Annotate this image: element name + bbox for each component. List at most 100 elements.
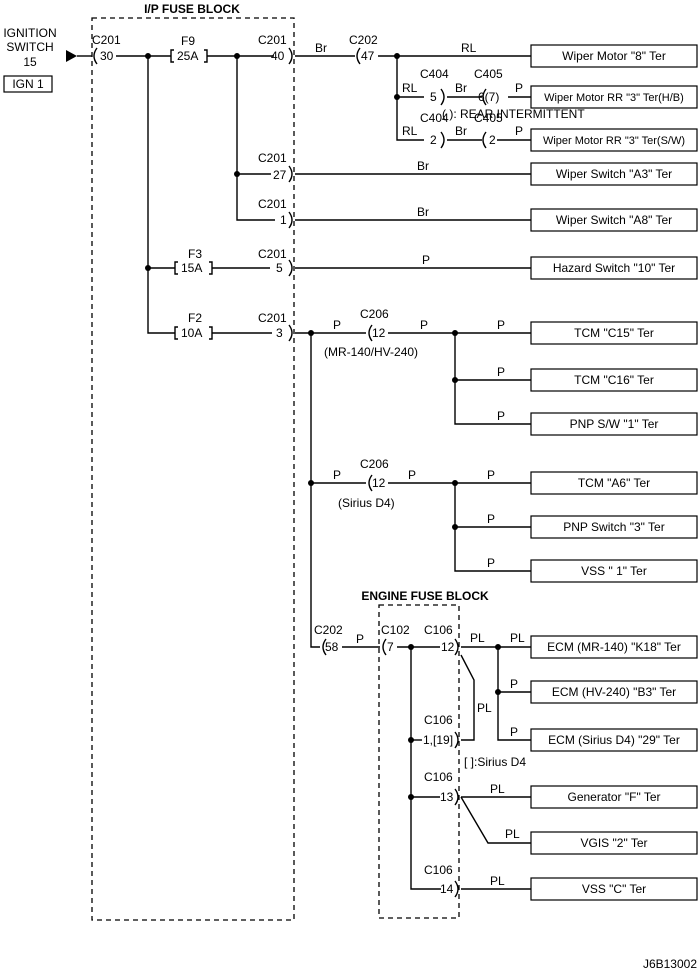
ignition-switch-number: 15	[23, 55, 37, 69]
c206-b-symbol	[368, 474, 373, 492]
wire-color-pl-gen: PL	[490, 782, 505, 796]
terminal-label: ECM (Sirius D4) "29" Ter	[548, 733, 680, 747]
wire-color-p-sw: P	[515, 124, 523, 138]
c201-30-symbol	[93, 47, 98, 65]
wire-color-p-29: P	[510, 725, 518, 739]
terminal-label: TCM "C16" Ter	[574, 373, 654, 387]
c405-label-2: C405	[474, 111, 503, 125]
terminal-label: TCM "A6" Ter	[578, 476, 650, 490]
wire-tcm-a-vertical	[454, 333, 531, 425]
wire-engine-vertical	[410, 647, 441, 890]
wire-color-pl-1: PL	[470, 631, 485, 645]
c201-27-symbol	[288, 165, 293, 183]
terminal-box	[530, 680, 698, 704]
c106-12-symbol	[454, 638, 459, 656]
terminal-label: Wiper Switch "A3" Ter	[556, 167, 672, 181]
c404-label-5: C404	[420, 67, 449, 81]
rear-intermittent-note: ( ): REAR INTERMITTENT	[442, 107, 585, 121]
wire-color-p-c206a: P	[420, 318, 428, 332]
terminal-box	[530, 728, 698, 752]
c206-label-a: C206	[360, 307, 389, 321]
wire-color-p-pnp1: P	[497, 409, 505, 423]
c102-label: C102	[381, 623, 410, 637]
wire-color-p-a6: P	[487, 468, 495, 482]
c405-pin-2: 2	[489, 133, 496, 147]
wire-color-br-1: Br	[315, 41, 327, 55]
wire-color-br-5: Br	[455, 124, 467, 138]
engine-fuse-block-outline	[378, 604, 460, 919]
wire-color-p-sirius: P	[333, 468, 341, 482]
f9-branch-vertical	[236, 56, 275, 221]
sirius-d4-note: (Sirius D4)	[338, 496, 395, 510]
f3-name: F3	[188, 247, 202, 261]
ip-fuse-block-title: I/P FUSE BLOCK	[144, 2, 240, 16]
c102-7-symbol	[382, 638, 387, 656]
c106-label-14: C106	[424, 863, 453, 877]
terminal-box	[530, 877, 698, 901]
f9-rating: 25A	[177, 49, 198, 63]
c404-5-symbol	[440, 88, 445, 106]
c405-label-6: C405	[474, 67, 503, 81]
ip-fuse-block-outline	[91, 17, 295, 921]
terminal-label: VSS " 1" Ter	[581, 564, 647, 578]
wire-color-pl-2: PL	[510, 631, 525, 645]
c202-label-47: C202	[349, 33, 378, 47]
wire-ecm-vertical	[497, 647, 531, 741]
terminal-box	[530, 162, 698, 186]
wire-color-br-4: Br	[455, 81, 467, 95]
c206-pin-12b: 12	[372, 476, 386, 490]
terminal-box	[530, 559, 698, 583]
c202-58-symbol	[322, 638, 327, 656]
wire-color-pl-vgis: PL	[505, 827, 520, 841]
c405-2-symbol	[482, 131, 487, 149]
terminal-box	[530, 44, 698, 68]
c201-label-5: C201	[258, 247, 287, 261]
c405-6-symbol	[482, 88, 487, 106]
terminal-label: Wiper Switch "A8" Ter	[556, 213, 672, 227]
ign1-label: IGN 1	[12, 77, 44, 91]
bus-vertical-left	[147, 56, 175, 334]
c106-pin-1: 1,[19]	[423, 733, 453, 747]
terminal-label: Wiper Motor "8" Ter	[562, 49, 666, 63]
terminal-box	[530, 412, 698, 436]
terminal-label: Hazard Switch "10" Ter	[553, 261, 675, 275]
terminal-box	[530, 471, 698, 495]
f2-rating: 10A	[181, 326, 202, 340]
wire-color-rl-3: RL	[402, 124, 418, 138]
terminal-list: Wiper Motor "8" Ter Wiper Motor RR "3" T…	[530, 44, 698, 901]
terminal-label: VSS "C" Ter	[582, 882, 646, 896]
c202-47-symbol	[356, 47, 361, 65]
ignition-switch-label: IGNITION	[3, 26, 56, 40]
source-arrow-icon	[66, 50, 77, 62]
c404-2-symbol	[440, 131, 445, 149]
c106-14-symbol	[454, 880, 459, 898]
c202-label-58: C202	[314, 623, 343, 637]
terminal-box	[530, 831, 698, 855]
wire-color-p-c202: P	[356, 632, 364, 646]
terminal-label: Wiper Motor RR "3" Ter(H/B)	[544, 92, 684, 104]
c206-a-symbol	[368, 324, 373, 342]
terminal-box	[530, 368, 698, 392]
c201-pin-3: 3	[276, 326, 283, 340]
sirius-bracket-note: [ ]:Sirius D4	[464, 755, 526, 769]
wire-color-p-hb: P	[515, 81, 523, 95]
engine-fuse-block-title: ENGINE FUSE BLOCK	[361, 589, 489, 603]
c202-pin-47: 47	[361, 49, 375, 63]
terminal-box	[530, 85, 698, 109]
c201-pin-30: 30	[100, 49, 114, 63]
ignition-switch-label-2: SWITCH	[6, 40, 53, 54]
splice-bus-top	[145, 53, 151, 59]
terminal-label: TCM "C15" Ter	[574, 326, 654, 340]
c404-pin-5: 5	[430, 90, 437, 104]
c201-label-40: C201	[258, 33, 287, 47]
terminal-box	[530, 515, 698, 539]
wire-color-p-b3: P	[510, 677, 518, 691]
wire-pl-loop	[460, 654, 475, 741]
wire-color-p-vss1: P	[487, 556, 495, 570]
wire-color-p-pnp3: P	[487, 512, 495, 526]
terminal-box	[530, 256, 698, 280]
c201-40-symbol	[288, 47, 293, 65]
c201-5-symbol	[288, 259, 293, 277]
c206-pin-12a: 12	[372, 326, 386, 340]
